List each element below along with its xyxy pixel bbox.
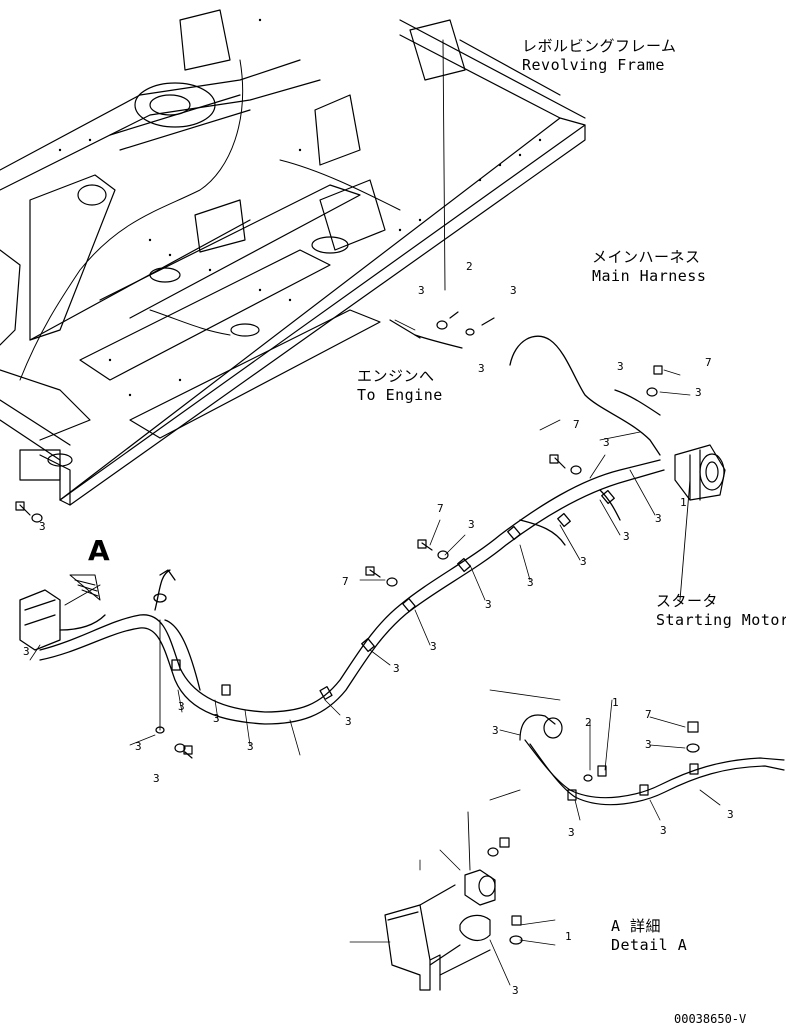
callout-7: 7 [645,708,652,721]
callout-3: 3 [695,386,702,399]
callout-3: 3 [660,824,667,837]
callout-3: 3 [418,284,425,297]
callout-leaders [29,319,721,986]
callout-7: 7 [342,575,349,588]
callout-3: 3 [485,598,492,611]
callout-3: 3 [153,772,160,785]
callout-7: 7 [705,356,712,369]
callout-3: 3 [345,715,352,728]
drawing-code: 00038650-V [674,1012,747,1026]
callout-3: 3 [23,645,30,658]
main-harness [19,335,665,734]
revolving-frame-label-jp: レボルビングフレーム [522,37,677,55]
callout-7: 7 [437,502,444,515]
revolving-frame-label-en: Revolving Frame [522,56,665,74]
bolts-and-washers [15,365,663,759]
callout-1: 1 [680,496,687,509]
detail-a [384,714,785,991]
callout-3: 3 [655,512,662,525]
callout-3: 3 [178,700,185,713]
revolving-frame [0,9,586,506]
starter-label-jp: スタータ [656,592,719,610]
callout-3: 3 [478,362,485,375]
main-harness-label-jp: メインハーネス [592,248,701,266]
to-engine-label-en: To Engine [357,386,443,404]
starter-label-en: Starting Motor [656,611,786,629]
detail-a-label-en: Detail A [611,936,688,954]
callout-3: 3 [510,284,517,297]
callout-3: 3 [393,662,400,675]
to-engine-label-jp: エンジンへ [357,367,435,385]
callout-1: 1 [612,696,619,709]
callout-3: 3 [527,576,534,589]
callout-3: 3 [617,360,624,373]
callout-3: 3 [430,640,437,653]
engine-bolts [389,311,495,349]
callout-3: 3 [645,738,652,751]
callout-3: 3 [568,826,575,839]
callout-3: 3 [39,520,46,533]
callout-3: 3 [512,984,519,997]
detail-a-label-jp: A 詳細 [611,917,662,935]
callout-3: 3 [603,436,610,449]
main-harness-label-en: Main Harness [592,267,707,285]
callout-1: 1 [565,930,572,943]
callout-3: 3 [623,530,630,543]
callout-2: 2 [585,716,592,729]
callout-7: 7 [573,418,580,431]
callout-3: 3 [468,518,475,531]
callout-3: 3 [213,712,220,725]
view-a-letter: A [88,534,110,567]
callout-3: 3 [135,740,142,753]
starting-motor [674,444,726,601]
callout-3: 3 [247,740,254,753]
leader-line [442,39,446,291]
callout-3: 3 [580,555,587,568]
callout-2: 2 [466,260,473,273]
callout-3: 3 [492,724,499,737]
view-arrow [64,574,101,606]
callout-3: 3 [727,808,734,821]
